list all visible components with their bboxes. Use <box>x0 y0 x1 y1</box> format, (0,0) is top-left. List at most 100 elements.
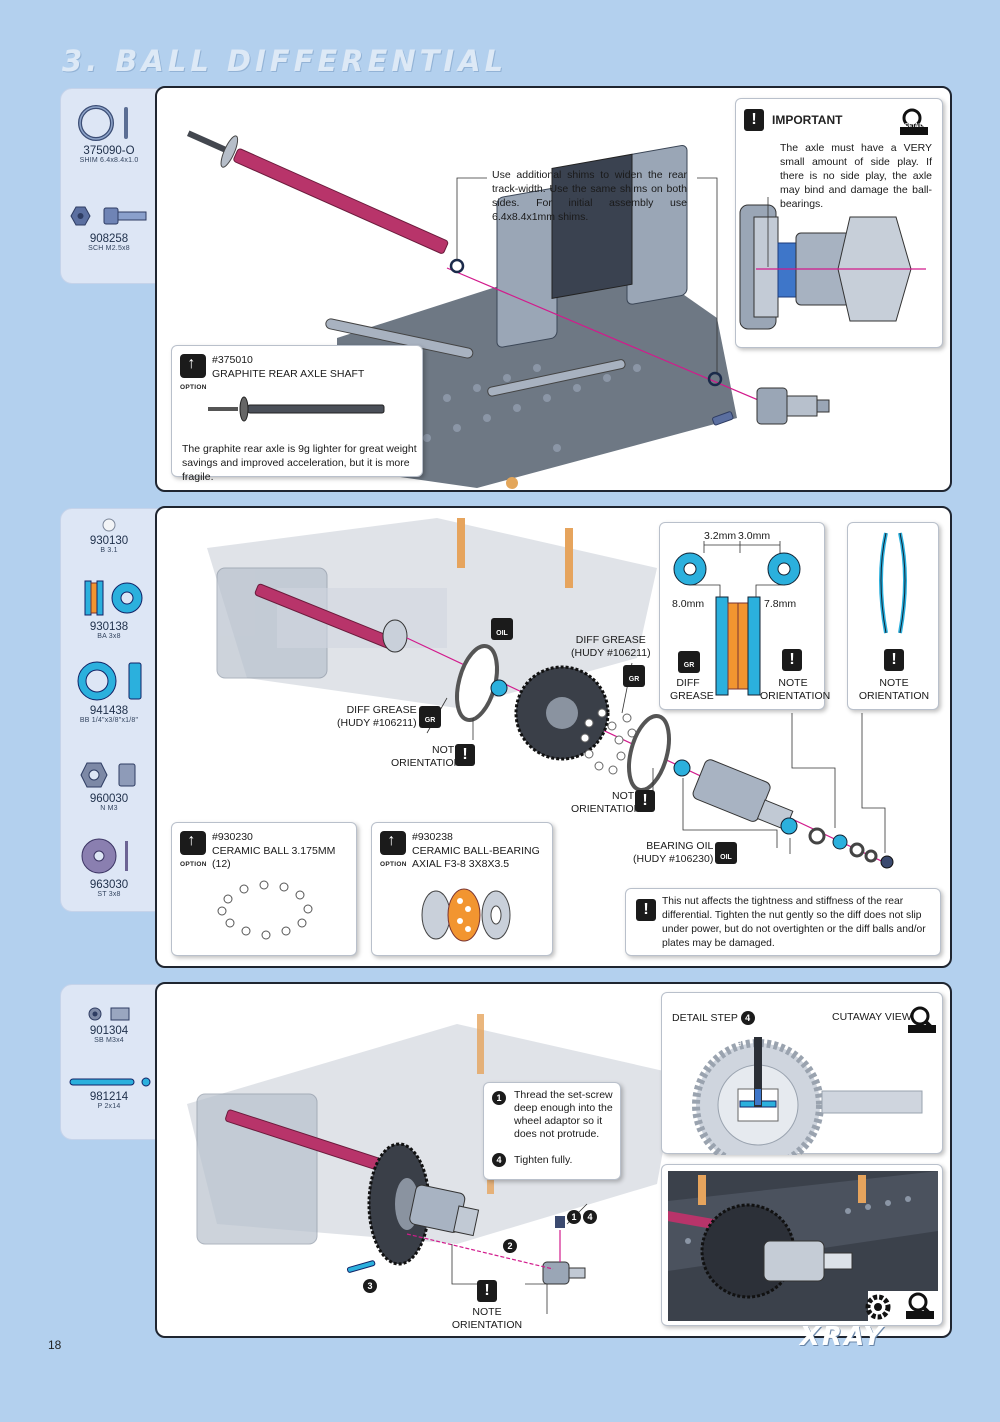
marker-step-1: 1 <box>567 1210 581 1224</box>
thumbs-up-icon <box>180 831 207 855</box>
note-orientation-step3: NOTE ORIENTATION <box>447 1306 527 1332</box>
ball-bearing-icon <box>77 661 142 701</box>
bearing-oil-label: BEARING OIL <box>646 840 714 852</box>
step2-panel: OIL DIFF GREASE (HUDY #106211) GR DIFF G… <box>155 506 952 968</box>
screw-icon <box>70 206 147 226</box>
option-caption: OPTION <box>180 384 207 391</box>
part-code: 908258 <box>89 233 129 245</box>
note-label: NOTE <box>612 790 642 802</box>
oil-badge: OIL <box>715 842 737 864</box>
cutaway-view-label: CUTAWAY VIEW <box>832 1011 912 1023</box>
diff-photo-illustration <box>668 1171 938 1321</box>
part-code: 901304 <box>89 1025 129 1037</box>
axle-assembly-illustration <box>187 130 830 489</box>
marker-step-2: 2 <box>503 1239 517 1253</box>
oil-label: OIL <box>720 854 732 861</box>
warning-icon: ! <box>636 899 656 921</box>
orientation-label: ORIENTATION <box>760 690 831 702</box>
dim-left-width: 3.2mm <box>704 530 737 542</box>
gr-label: GR <box>683 662 695 669</box>
option-name: CERAMIC BALL 3.175MM (12) <box>212 845 336 870</box>
plate-dimensions-illustration <box>673 541 801 696</box>
option-badge: OPTION <box>180 831 207 868</box>
ceramic-bearing-illustration <box>421 888 511 942</box>
gr-label: GR <box>628 676 640 683</box>
option-caption: OPTION <box>180 861 207 868</box>
note-orientation-washer: NOTE ORIENTATION <box>848 677 940 703</box>
warning-icon: ! <box>782 649 802 671</box>
axle-side-play-illustration <box>739 197 926 330</box>
part-set-screw: 901304 SB M3x4 <box>61 1005 157 1044</box>
diff-grease-label: DIFF GREASE <box>346 704 417 716</box>
option-code: #930238 <box>412 831 453 843</box>
gear-settings-icon <box>865 1294 891 1320</box>
detail-step-number: 4 <box>740 1011 755 1025</box>
step-number-4: 4 <box>492 1153 506 1167</box>
option-axle-box: OPTION #375010 GRAPHITE REAR AXLE SHAFT … <box>171 345 423 483</box>
set-screw-icon <box>88 1007 130 1021</box>
part-washer: 963030 ST 3x8 <box>61 835 157 898</box>
cutaway-illustration <box>692 1037 923 1155</box>
ball-icon <box>102 518 116 532</box>
part-code: 963030 <box>89 879 129 891</box>
parts-tab-step2: 930130 B 3.1 930138 BA 3x8 941438 BB 1/4… <box>60 508 164 912</box>
diff-grease-label-right: DIFF GREASE (HUDY #106211) <box>571 634 651 660</box>
grease-badge-left: GR <box>419 706 441 728</box>
marker-step-3: 3 <box>363 1279 377 1293</box>
important-title: IMPORTANT <box>772 113 843 127</box>
option-badge: OPTION <box>380 831 407 868</box>
part-desc: SHIM 6.4x8.4x1.0 <box>79 157 139 164</box>
note-orientation-1: NOTE ORIENTATION <box>391 744 461 770</box>
bearing-oil-callout: BEARING OIL (HUDY #106230) <box>633 840 713 866</box>
part-desc: N M3 <box>100 805 118 812</box>
part-ball-bearing: 941438 BB 1/4"x3/8"x1/8" <box>61 659 157 724</box>
part-desc: SB M3x4 <box>94 1037 124 1044</box>
step-number-1: 1 <box>492 1091 506 1105</box>
instructions-box: 1 Thread the set-screw deep enough into … <box>483 1082 621 1180</box>
orientation-label: ORIENTATION <box>451 1319 523 1331</box>
pin-icon <box>69 1077 151 1087</box>
page-title: 3. BALL DIFFERENTIAL <box>62 44 508 78</box>
bearing-oil-code: (HUDY #106230) <box>633 853 714 865</box>
diff-grease-caption: DIFF GREASE <box>670 677 714 703</box>
detail-icon <box>908 1006 936 1033</box>
part-ball: 930130 B 3.1 <box>61 517 157 554</box>
option-name: CERAMIC BALL-BEARING AXIAL F3-8 3X8X3.5 <box>412 845 540 870</box>
warning-icon: ! <box>477 1280 497 1302</box>
warning-icon: ! <box>884 649 904 671</box>
spring-washer-illustration <box>879 532 907 634</box>
hex-tool-size: 1.5 mm <box>735 1023 742 1047</box>
detail-step-label: DETAIL STEP 4 <box>672 1011 755 1025</box>
ceramic-balls-illustration <box>217 880 313 940</box>
parts-tab-step1: 375090-O SHIM 6.4x8.4x1.0 908258 SCH M2.… <box>60 88 164 284</box>
step3-panel: 1 Thread the set-screw deep enough into … <box>155 982 952 1338</box>
parts-tab-step3: 901304 SB M3x4 981214 P 2x14 <box>60 984 164 1140</box>
note-label: NOTE <box>432 744 462 756</box>
nut-warning-box: ! This nut affects the tightness and sti… <box>625 888 941 956</box>
part-shim: 375090-O SHIM 6.4x8.4x1.0 <box>61 103 157 164</box>
warning-icon: ! <box>455 744 475 766</box>
marker-step-4: 4 <box>583 1210 597 1224</box>
axial-bearing-icon <box>84 580 143 616</box>
orientation-label: ORIENTATION <box>571 803 642 815</box>
note-orientation-2: NOTE ORIENTATION <box>571 790 641 816</box>
part-screw: 908258 SCH M2.5x8 <box>61 201 157 252</box>
part-code: 960030 <box>89 793 129 805</box>
warning-icon: ! <box>635 790 655 812</box>
part-desc: BA 3x8 <box>97 633 121 640</box>
washer-icon <box>81 838 128 874</box>
instruction-1: Thread the set-screw deep enough into th… <box>514 1089 613 1140</box>
plate-dimensions-box: 3.2mm 3.0mm 8.0mm 7.8mm GR DIFF GREASE <box>659 522 830 710</box>
note-orientation-dims: NOTE ORIENTATION <box>760 677 830 703</box>
thumbs-up-icon <box>380 831 407 855</box>
option-code: #375010 <box>212 354 253 366</box>
important-text: The axle must have a VERY small amount o… <box>780 142 932 210</box>
grease-badge: GR <box>678 651 700 673</box>
note-label: NOTE <box>778 677 808 689</box>
option-balls-box: OPTION #930230 CERAMIC BALL 3.175MM (12) <box>171 822 357 956</box>
part-axial-bearing: 930138 BA 3x8 <box>61 577 157 640</box>
orientation-label: ORIENTATION <box>391 757 462 769</box>
part-desc: BB 1/4"x3/8"x1/8" <box>79 717 139 724</box>
detail-badge-label: DETAIL <box>905 123 923 129</box>
spring-washer-box: ! NOTE ORIENTATION <box>847 522 939 710</box>
